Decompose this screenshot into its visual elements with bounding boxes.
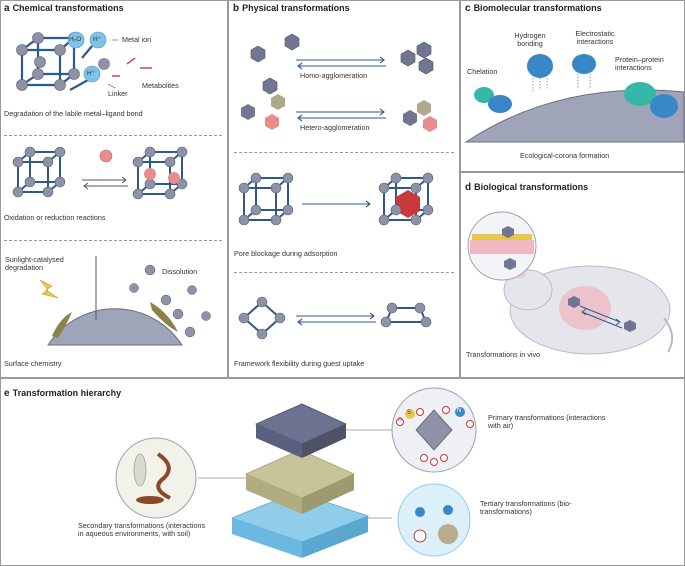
secondary-transformation-icon: [115, 437, 197, 519]
homo-agglomeration-label: Homo-agglomeration: [300, 71, 368, 80]
hetero-agglomeration-label: Hetero-agglomeration: [300, 123, 370, 132]
panel-b-letter: b: [233, 3, 240, 14]
o-atom-label: O: [398, 417, 402, 423]
hplus-label-2: H⁺: [87, 70, 96, 77]
metal-ion-icon: [67, 31, 118, 83]
dissolution-label: Dissolution: [162, 267, 198, 276]
nanoparticle-sphere-icon: [47, 256, 183, 346]
divider: [4, 240, 222, 241]
n-atom-label: N: [457, 408, 462, 414]
dissolved-particles-icon: [129, 264, 211, 338]
caption-surface: Surface chemistry: [4, 359, 62, 368]
divider: [4, 135, 222, 136]
panel-b-title-text: Physical transformations: [242, 3, 350, 13]
hplus-label-1: H⁺: [93, 36, 102, 43]
caption-metal-ligand: Degradation of the labile metal–ligand b…: [4, 109, 143, 118]
panel-a-letter: a: [4, 3, 10, 14]
chelation-label: Chelation: [467, 67, 498, 76]
hexagon-particle-icon: [250, 33, 434, 95]
h2o-label: H₂O: [69, 36, 82, 43]
metal-ion-label: Metal ion: [122, 35, 152, 44]
panel-d-letter: d: [465, 182, 472, 193]
linker-label: Linker: [108, 89, 128, 98]
layer-stack-icon: [230, 403, 370, 558]
panel-a-title-text: Chemical transformations: [12, 3, 124, 13]
primary-label: Primary transformations (interactions wi…: [488, 413, 606, 431]
particle-surface-icon: [464, 89, 685, 143]
panel-e-title-text: Transformation hierarchy: [12, 388, 122, 398]
s-atom-label: S: [407, 410, 412, 416]
in-vivo-label: Transformations in vivo: [466, 350, 541, 359]
tertiary-label: Tertiary transformations (bio-transforma…: [480, 499, 572, 517]
panel-c-letter: c: [465, 3, 471, 14]
hydrogen-bonding-label: Hydrogen bonding: [514, 31, 546, 49]
magnified-tissue-icon: [467, 211, 537, 281]
protein-icon: [474, 54, 678, 118]
metabolite-icon: [112, 57, 152, 77]
redox-arrows-icon: [82, 176, 128, 190]
metabolites-label: Metabolites: [142, 81, 179, 90]
electrostatic-label: Electrostatic interactions: [575, 29, 615, 47]
lightning-icon: [39, 279, 59, 299]
sunlight-label: Sunlight-catalysed degradation: [5, 255, 64, 273]
primary-transformation-icon: [391, 387, 477, 473]
panel-e-letter: e: [4, 388, 10, 399]
caption-redox: Oxidation or reduction reactions: [4, 213, 106, 222]
divider: [234, 152, 454, 153]
secondary-label: Secondary transformations (interactions …: [78, 521, 206, 539]
divider: [234, 272, 454, 273]
pore-blockage-label: Pore blockage during adsorption: [234, 249, 338, 258]
panel-d-title-text: Biological transformations: [474, 182, 589, 192]
protein-protein-label: Protein–protein interactions: [615, 55, 664, 73]
tertiary-transformation-icon: [397, 483, 471, 557]
framework-flexibility-label: Framework flexibility during guest uptak…: [234, 359, 365, 368]
ecological-corona-label: Ecological-corona formation: [520, 151, 610, 160]
panel-c-title-text: Biomolecular transformations: [473, 3, 602, 13]
